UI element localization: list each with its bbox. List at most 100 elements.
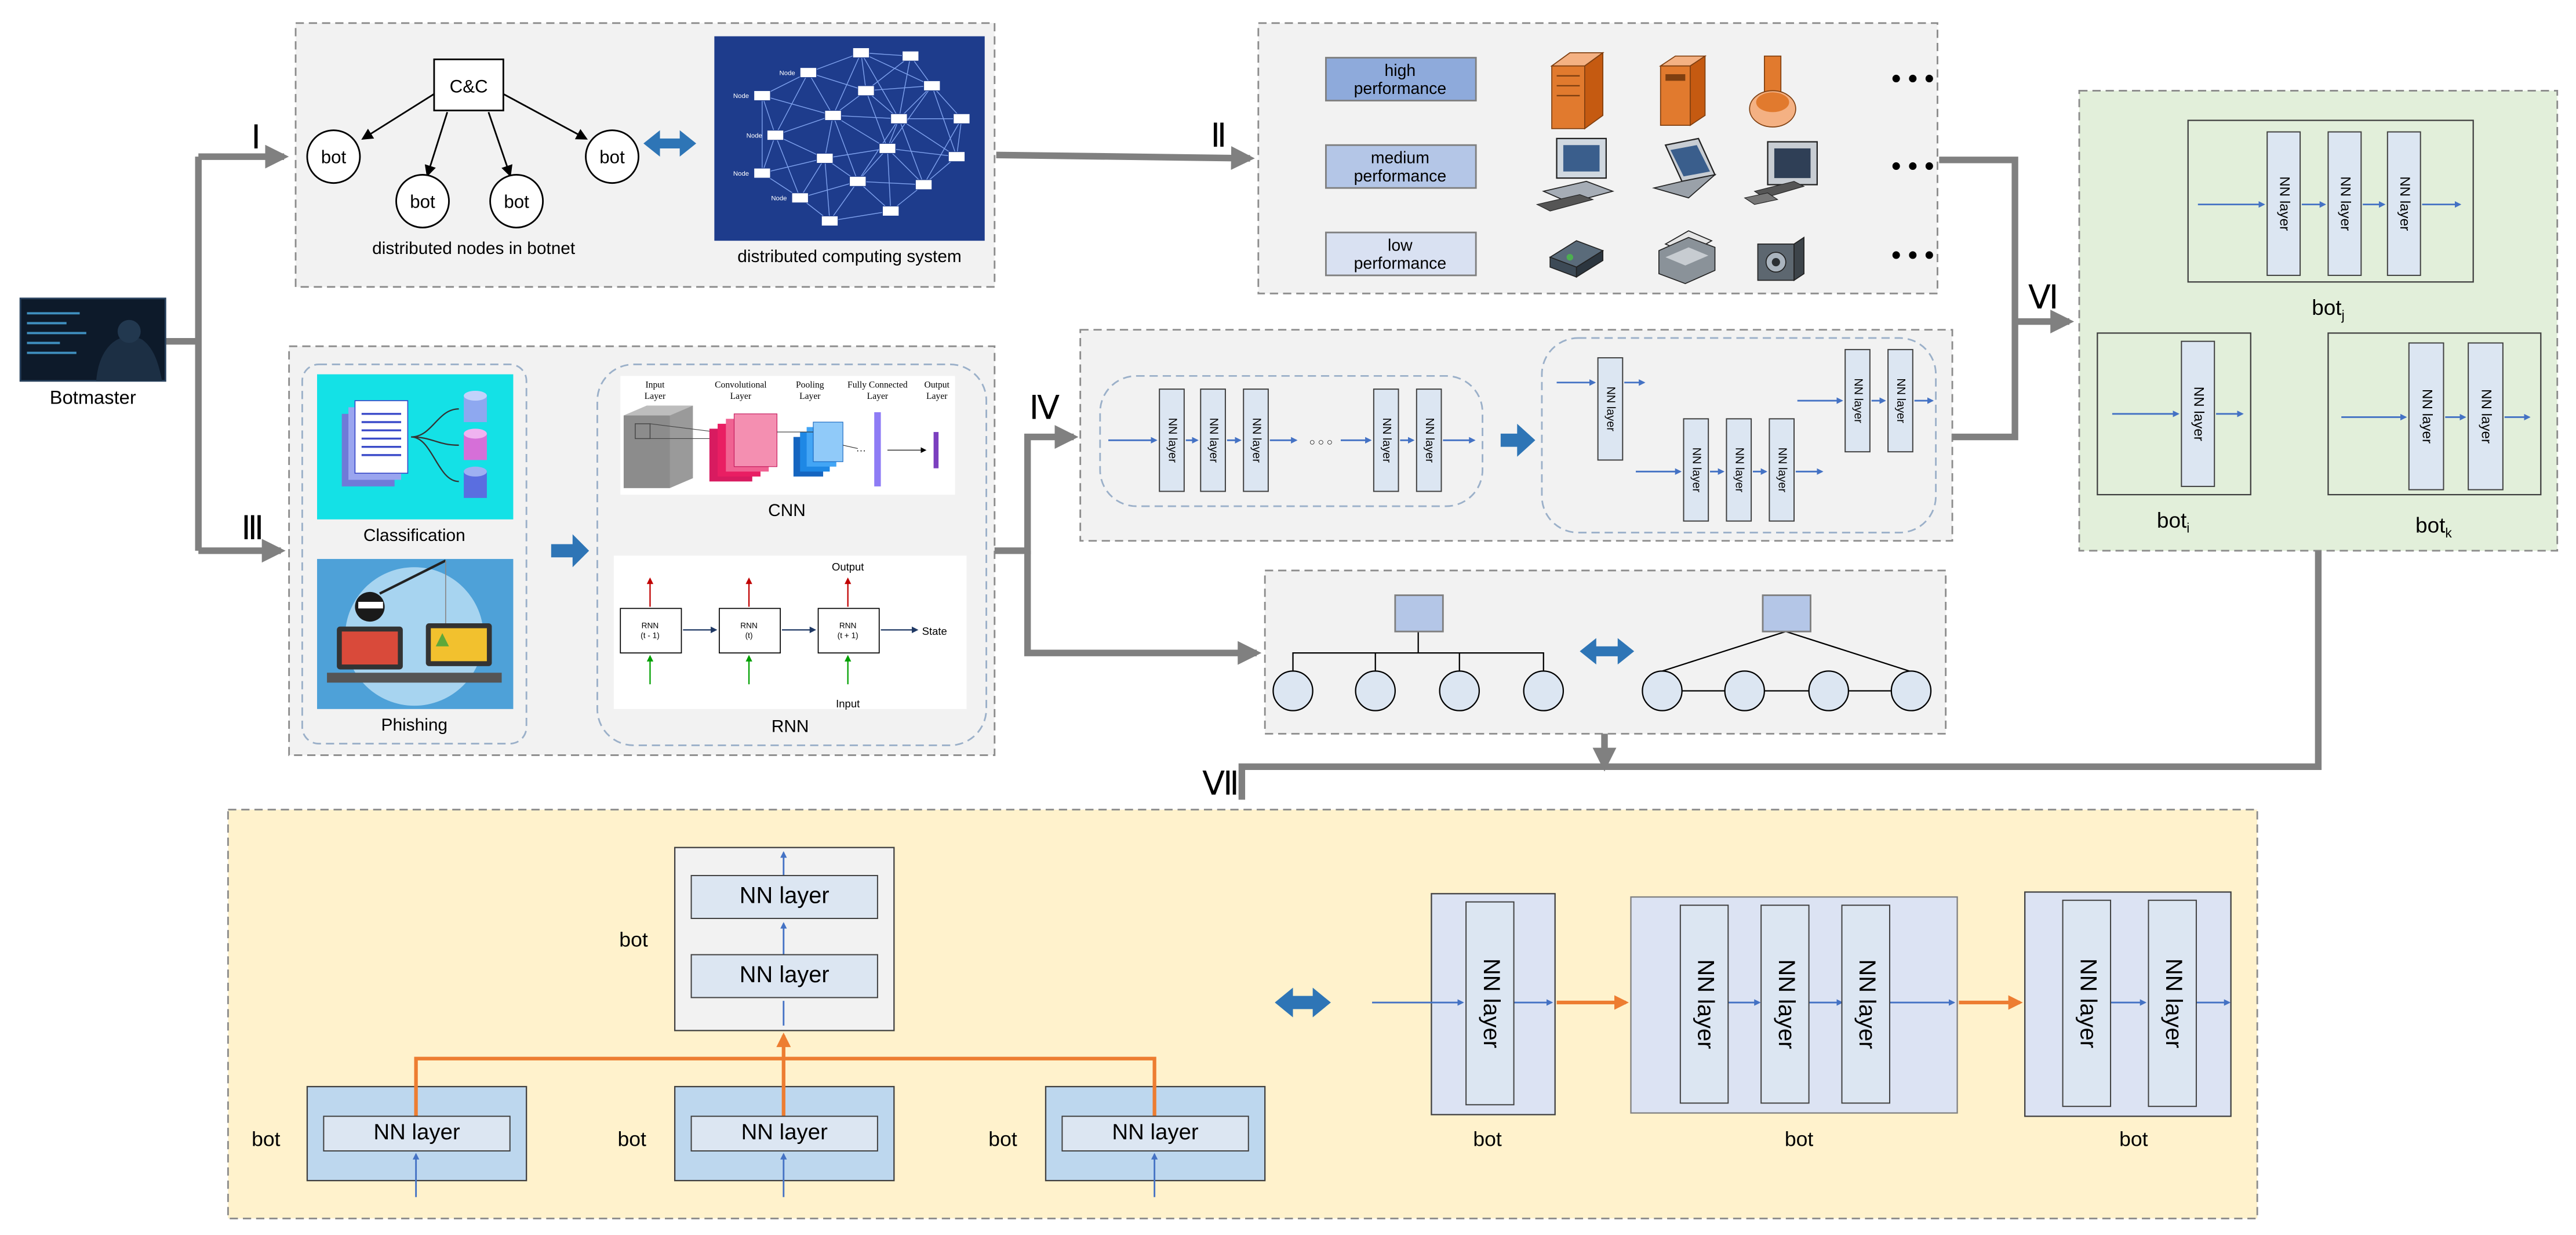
tree-leaf-node [1272,670,1314,711]
computer-node-icon [849,176,867,187]
svg-text:NN layer: NN layer [1380,418,1393,463]
tree-leaf-node [1355,670,1396,711]
bot-node-4 [585,129,639,184]
svg-text:NN layer: NN layer [1112,1120,1198,1145]
botnet-diagram: C&C bot bot bot bot distributed nodes in… [306,58,639,258]
rnn-output-label: Output [832,561,864,573]
nn-layer: NN layer [1683,418,1709,522]
worker-bot-label: bot [252,1127,281,1150]
chain-node [1890,670,1932,711]
monitor-workstation-icon [1744,141,1818,205]
cc-server-box [433,58,504,111]
nn-layer: NN layer [1061,1116,1249,1152]
computer-node-icon [953,113,970,124]
layer-chain-dots: ○ ○ ○ [1309,437,1333,448]
svg-text:NN layer: NN layer [1854,959,1880,1049]
ellipsis-low: • • • [1891,240,1934,270]
computer-node-icon [821,215,839,227]
computer-node-icon [882,205,900,217]
svg-text:NN layer: NN layer [2161,958,2186,1048]
nn-layer: NN layer [1887,348,1913,453]
tier-medium-line2: performance [1354,167,1447,186]
distributed-computing-caption: distributed computing system [737,247,961,266]
bot-j-frame [2187,119,2474,283]
flow-arrow-vi [1939,157,2069,441]
execution-double-arrow-icon [1275,987,1331,1018]
model-group-box [596,364,988,746]
bot-k-label: botk [2415,514,2452,541]
svg-text:NN layer: NN layer [2479,389,2494,444]
bot-k-frame [2327,332,2542,496]
nn-layer: NN layer [1243,388,1269,492]
nn-layer: NN layer [2148,899,2197,1107]
svg-text:NN layer: NN layer [1207,418,1220,463]
computer-node-icon [879,143,896,154]
cc-label: C&C [450,76,488,96]
bot-i-frame [2097,332,2251,496]
rnn-diagram: Output Input State RNN(t - 1) RNN(t) RNN… [613,555,967,710]
bot-node-3 [489,174,544,228]
flow-arrow-iv [994,425,1079,554]
nn-layer: NN layer [2468,342,2504,491]
flow-arrow-vii [1238,550,2322,800]
svg-text:NN layer: NN layer [1693,959,1719,1049]
pipeline-bot-label: bot [1473,1127,1502,1150]
computer-node-icon [923,80,941,91]
nn-layer: NN layer [1769,418,1795,522]
computer-node-icon [915,179,933,190]
bot-label: bot [321,147,347,168]
node-label: Node [733,170,749,177]
svg-text:NN layer: NN layer [1851,378,1864,423]
svg-text:NN layer: NN layer [1604,387,1617,432]
computer-node-icon [948,151,966,162]
nn-layer: NN layer [1844,348,1871,453]
computer-node-icon [816,152,834,164]
bot-j-label: botj [2312,296,2344,323]
chain-node [1808,670,1850,711]
performance-tiers: high performance medium performance low … [1325,57,1477,277]
database-icon [464,428,487,460]
step-label-vii: Ⅶ [1202,766,1239,802]
server-cabinet-icon [1658,55,1707,126]
svg-text:RNN(t): RNN(t) [740,621,758,640]
nn-layer: NN layer [1679,905,1729,1104]
ellipsis-high: • • • [1891,64,1934,93]
svg-text:NN layer: NN layer [1423,418,1436,463]
node-label: Node [780,70,795,77]
worker-bot-label: bot [617,1127,646,1150]
rnn-input-label: Input [836,698,860,710]
desktop-pc-icon [1536,137,1615,212]
pipeline-bot-frame-3 [2024,891,2232,1117]
topology-double-arrow-icon [1580,638,1635,665]
database-icon [464,466,487,498]
svg-text:NN layer: NN layer [2337,176,2353,231]
rnn-cell: RNN(t + 1) [817,608,880,653]
computer-node-icon [791,192,809,204]
nn-layer: NN layer [2327,131,2362,276]
double-arrow-icon [643,130,697,157]
node-label: Node [771,195,787,202]
step-label-i: Ⅰ [251,119,261,156]
bot-node-2 [395,174,450,228]
computer-node-icon [754,168,771,179]
computer-node-icon [824,110,842,121]
classification-picture [317,374,514,520]
nn-layer: NN layer [323,1116,511,1152]
computer-node-icon [890,113,908,124]
nn-layer: NN layer [1159,388,1185,492]
rnn-cell: RNN(t) [719,608,781,653]
svg-text:NN layer: NN layer [2075,958,2101,1048]
botnet-caption: distributed nodes in botnet [372,239,576,258]
svg-text:NN layer: NN layer [2419,389,2435,444]
step-label-vi: Ⅵ [2028,279,2058,316]
phishing-label: Phishing [381,715,447,735]
flow-arrow-v [1024,550,1262,665]
database-icon [464,390,487,423]
